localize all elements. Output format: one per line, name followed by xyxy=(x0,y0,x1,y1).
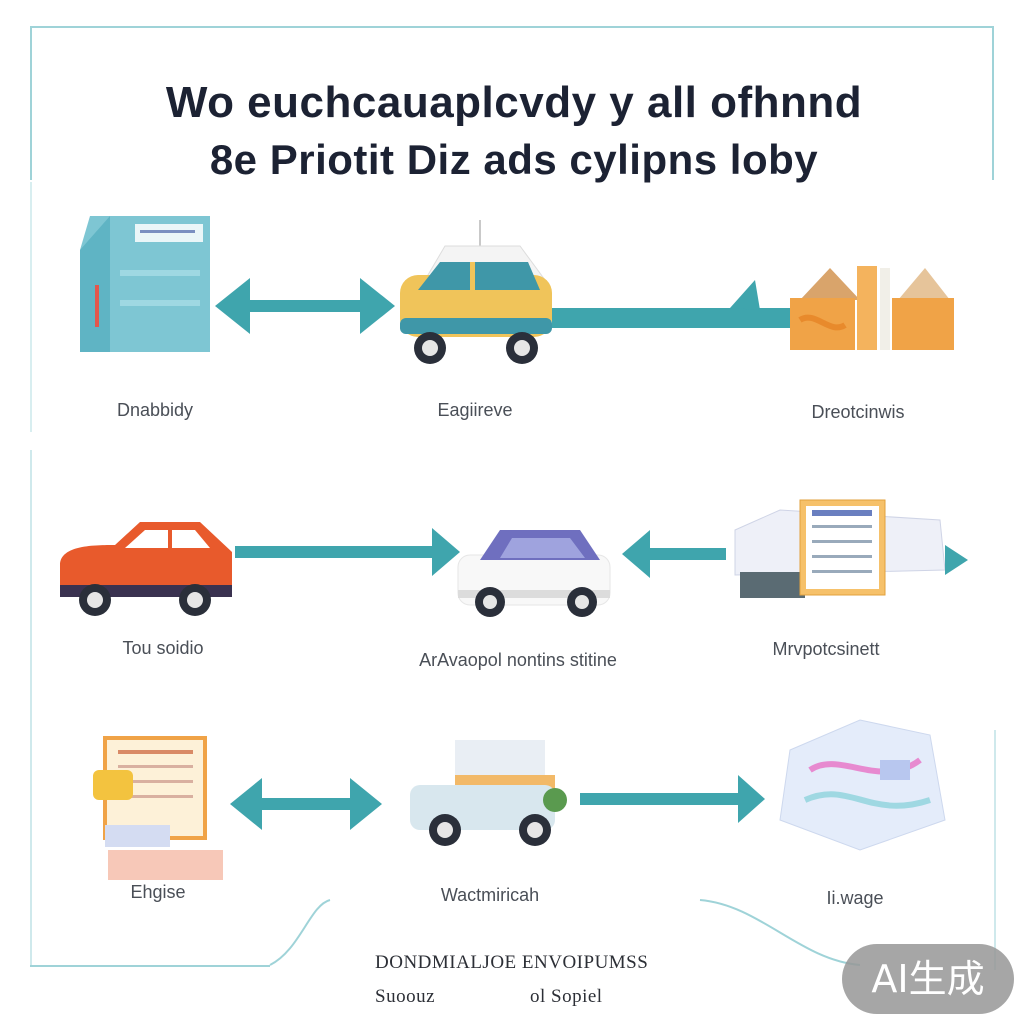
label-dnabbidy: Dnabbidy xyxy=(116,400,194,420)
ai-generated-badge: AI生成 xyxy=(842,944,1014,1014)
cargo-vehicle-icon xyxy=(410,740,567,846)
label-dreotcinwis: Dreotcinwis xyxy=(811,402,905,422)
title-line-2: 8e Priotit Diz ads cylipns loby xyxy=(209,136,819,183)
frame-bottom-edge xyxy=(30,965,270,967)
label-mrvpotcsinett: Mrvpotcsinett xyxy=(772,639,880,659)
footer-line-2a: Suoouz xyxy=(375,986,435,1007)
title-line-1: Wo euchcauaplcvdy y all ofhnnd xyxy=(165,78,863,127)
long-arrow-1 xyxy=(552,280,792,328)
yellow-car-icon xyxy=(400,220,552,364)
label-ehgise: Ehgise xyxy=(130,882,186,902)
arrow-right-3 xyxy=(580,775,765,823)
frame-left-edge-lower xyxy=(30,450,32,965)
red-car-icon xyxy=(60,522,232,616)
white-car-icon xyxy=(457,530,611,617)
label-eagiireve: Eagiireve xyxy=(437,400,513,420)
bottom-wave-left xyxy=(269,899,331,966)
label-tou-soidio: Tou soidio xyxy=(122,638,204,658)
truck-document-icon xyxy=(734,499,968,598)
frame-right-edge xyxy=(994,730,996,970)
form-document-icon xyxy=(93,736,223,880)
document-panel-icon xyxy=(80,216,210,352)
bottom-wave-right xyxy=(699,899,861,966)
title-box: Wo euchcauaplcvdy y all ofhnnd 8e Prioti… xyxy=(30,26,994,183)
label-wactmiricah: Wactmiricah xyxy=(440,885,540,905)
footer-line-1: DONDMIALJOE ENVOIPUMSS xyxy=(375,952,649,973)
label-iiwage: Ii.wage xyxy=(826,888,884,908)
orange-boxes-icon xyxy=(790,266,954,350)
frame-left-edge xyxy=(30,182,32,432)
arrow-right-2 xyxy=(235,528,460,576)
label-aravaopol: ArAvaopol nontins stitine xyxy=(419,650,617,670)
arrow-left-2 xyxy=(622,530,726,578)
double-arrow-3 xyxy=(230,778,382,830)
footer-line-2b: ol Sopiel xyxy=(530,986,603,1007)
double-arrow-1 xyxy=(215,278,395,334)
map-collage-icon xyxy=(779,719,946,851)
